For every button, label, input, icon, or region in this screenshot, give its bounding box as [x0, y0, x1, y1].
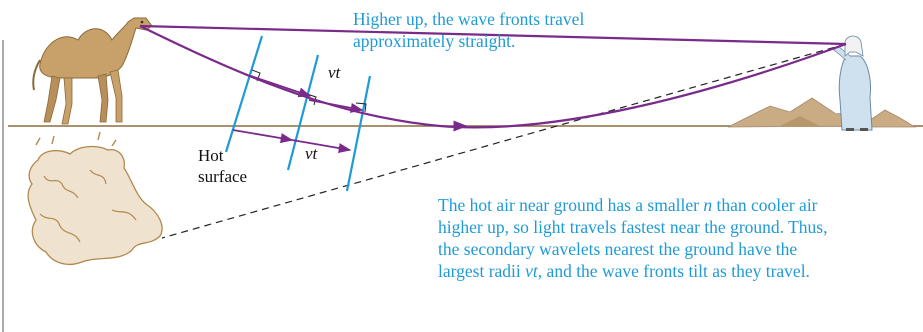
- n-symbol: n: [703, 195, 712, 215]
- hot-surface-label: Hot surface: [198, 145, 247, 187]
- hot-surface-line-2: surface: [198, 166, 247, 187]
- arrow-lower-2: [292, 140, 350, 150]
- arrow-upper-2: [309, 100, 362, 110]
- mirage-image-icon: [28, 132, 162, 264]
- vt-symbol: vt: [525, 261, 538, 281]
- top-caption-line-2: approximately straight.: [353, 30, 584, 52]
- hot-surface-line-1: Hot: [198, 145, 247, 166]
- wavefront-3: [347, 76, 370, 191]
- vt-label-lower: vt: [305, 143, 317, 164]
- dunes-icon: [728, 98, 915, 127]
- top-caption-line-1: Higher up, the wave fronts travel: [353, 8, 584, 30]
- wavefronts: [226, 36, 370, 191]
- arrow-upper: [251, 76, 310, 96]
- arrow-lower: [233, 130, 292, 140]
- camel-icon: [33, 18, 152, 124]
- bottom-caption-line-2: higher up, so light travels fastest near…: [438, 216, 827, 238]
- bottom-caption-line-3: the secondary wavelets nearest the groun…: [438, 238, 827, 260]
- bottom-caption-line-4: largest radii vt, and the wave fronts ti…: [438, 260, 827, 282]
- bottom-caption-line-1: The hot air near ground has a smaller n …: [438, 194, 827, 216]
- vt-label-upper: vt: [328, 62, 340, 83]
- bottom-caption: The hot air near ground has a smaller n …: [438, 194, 827, 282]
- top-caption: Higher up, the wave fronts travel approx…: [353, 8, 584, 52]
